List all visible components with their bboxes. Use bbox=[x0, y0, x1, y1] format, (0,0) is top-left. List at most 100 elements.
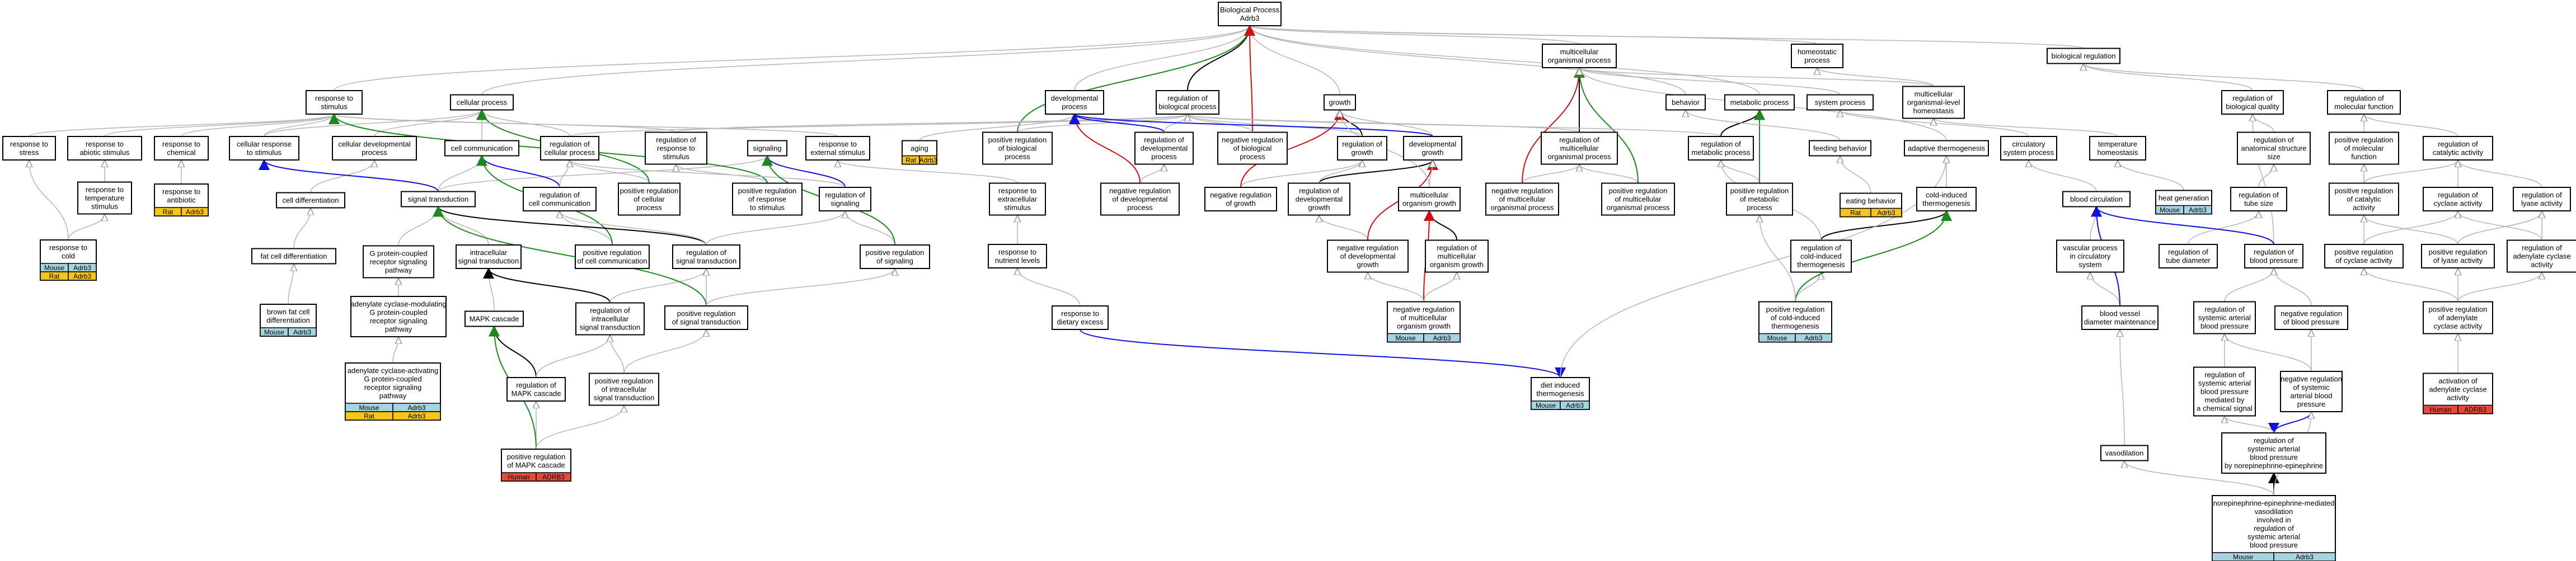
go-term-node-metab[interactable]: metabolic process bbox=[1724, 94, 1795, 111]
go-term-node-vasodil[interactable]: vasodilation bbox=[2100, 445, 2148, 461]
go-term-node-cellcomm[interactable]: cell communication bbox=[444, 140, 519, 157]
go-term-node-growth[interactable]: growth bbox=[1324, 94, 1356, 111]
go-term-node-celldiff[interactable]: cell differentiation bbox=[276, 192, 345, 209]
go-term-node-feeding[interactable]: feeding behavior bbox=[1809, 140, 1871, 157]
go-term-node-behavior[interactable]: behavior bbox=[1665, 94, 1706, 111]
go-term-node-bloodcirc[interactable]: blood circulation bbox=[2062, 191, 2131, 208]
go-term-node-adaptthermo[interactable]: adaptive thermogenesis bbox=[1904, 140, 1989, 157]
go-term-node-fatdiff[interactable]: fat cell differentiation bbox=[251, 248, 336, 265]
go-term-node-mapk[interactable]: MAPK cascade bbox=[464, 310, 524, 327]
go-term-node-nevaso[interactable]: norepinephrine-epinephrine-mediatedvasod… bbox=[2212, 495, 2336, 561]
go-term-node-cp[interactable]: cellular process bbox=[450, 94, 514, 111]
go-term-node-signaling[interactable]: signaling bbox=[747, 140, 787, 157]
go-term-node-bioreg[interactable]: biological regulation bbox=[2047, 48, 2120, 64]
go-term-node-sysproc[interactable]: system process bbox=[1807, 94, 1874, 111]
